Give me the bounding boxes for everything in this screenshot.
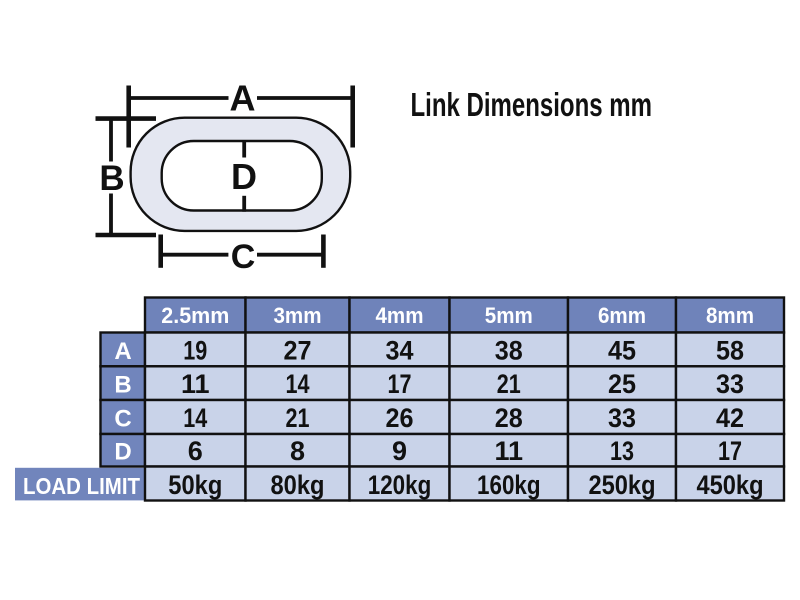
- svg-text:B: B: [114, 372, 131, 399]
- svg-text:27: 27: [284, 335, 312, 365]
- svg-text:120kg: 120kg: [368, 470, 432, 500]
- svg-text:160kg: 160kg: [477, 470, 541, 500]
- svg-text:LOAD LIMIT: LOAD LIMIT: [23, 473, 140, 499]
- svg-text:19: 19: [183, 335, 207, 365]
- svg-text:9: 9: [392, 436, 407, 466]
- svg-text:250kg: 250kg: [589, 470, 656, 500]
- svg-text:21: 21: [286, 403, 310, 433]
- svg-text:5mm: 5mm: [485, 303, 533, 328]
- svg-text:33: 33: [716, 369, 744, 399]
- svg-text:450kg: 450kg: [697, 470, 764, 500]
- svg-text:45: 45: [608, 335, 636, 365]
- svg-text:D: D: [231, 156, 257, 197]
- svg-text:6mm: 6mm: [598, 303, 646, 328]
- svg-text:2.5mm: 2.5mm: [161, 303, 229, 328]
- svg-text:58: 58: [716, 335, 744, 365]
- svg-text:11: 11: [495, 436, 524, 466]
- svg-text:4mm: 4mm: [376, 303, 424, 328]
- svg-text:14: 14: [183, 403, 207, 433]
- svg-text:3mm: 3mm: [274, 303, 322, 328]
- svg-text:17: 17: [388, 369, 412, 399]
- svg-text:8mm: 8mm: [706, 303, 754, 328]
- svg-text:A: A: [114, 338, 131, 365]
- svg-text:8: 8: [290, 436, 305, 466]
- svg-text:34: 34: [386, 335, 414, 365]
- svg-text:B: B: [99, 159, 124, 198]
- svg-text:25: 25: [608, 369, 636, 399]
- svg-text:14: 14: [286, 369, 310, 399]
- svg-text:50kg: 50kg: [168, 470, 222, 500]
- svg-text:21: 21: [497, 369, 521, 399]
- svg-text:11: 11: [181, 369, 210, 399]
- svg-text:33: 33: [608, 403, 636, 433]
- svg-text:D: D: [114, 438, 131, 465]
- svg-text:C: C: [231, 238, 256, 276]
- svg-text:Link Dimensions mm: Link Dimensions mm: [411, 87, 653, 124]
- svg-text:26: 26: [386, 403, 414, 433]
- svg-text:28: 28: [495, 403, 523, 433]
- svg-text:13: 13: [610, 436, 634, 466]
- svg-text:17: 17: [718, 436, 742, 466]
- svg-text:C: C: [114, 406, 131, 433]
- svg-text:6: 6: [188, 436, 203, 466]
- svg-text:80kg: 80kg: [271, 470, 325, 500]
- svg-text:42: 42: [716, 403, 744, 433]
- svg-text:38: 38: [495, 335, 523, 365]
- svg-text:A: A: [230, 78, 256, 119]
